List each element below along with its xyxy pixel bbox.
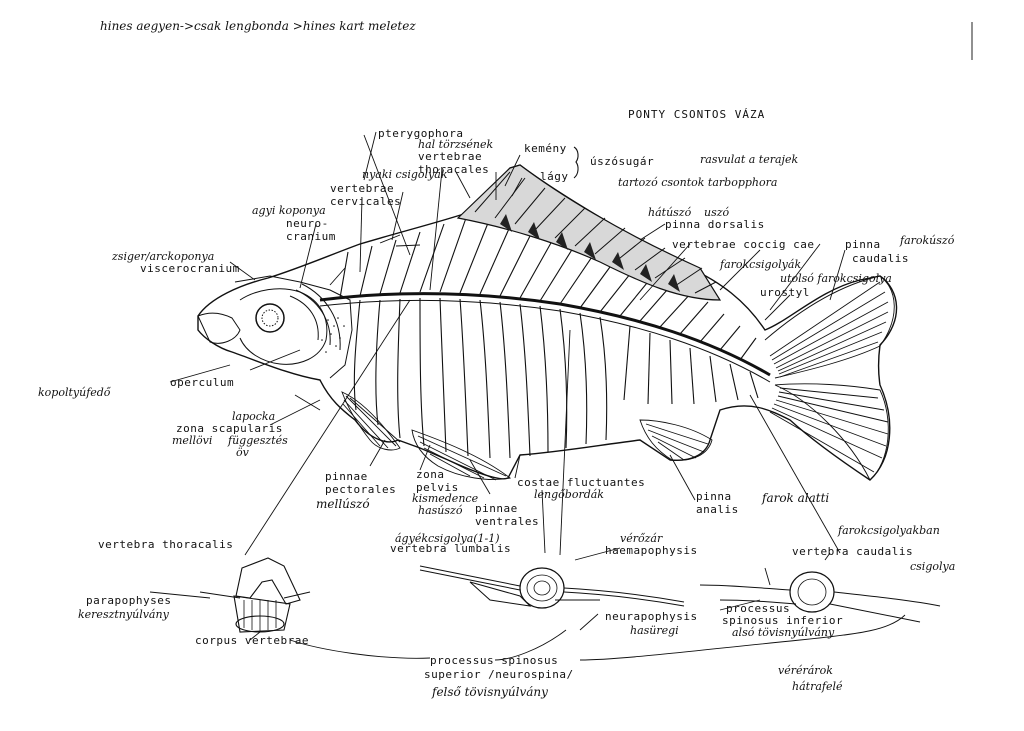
note-haltorojen: hal törzsének — [418, 138, 494, 151]
note-fugesztes: függesztés — [227, 434, 288, 447]
note-zsiger-koponya: zsiger/arckoponya — [111, 250, 214, 263]
note-felso-tovis: felső tövisnyúlvány — [431, 685, 548, 699]
label-operculum: operculum — [170, 376, 234, 389]
note-hatuszo: hátúszó — [648, 206, 692, 219]
label-haemapophysis: haemapophysis — [605, 544, 698, 557]
label-vertebra-lumbalis: vertebra lumbalis — [390, 542, 511, 555]
caudal-fin — [764, 275, 895, 481]
vertebral-column — [319, 292, 771, 377]
note-farokcsigolyak: farokcsigolyák — [719, 258, 801, 271]
thoracic-vertebra-drawing — [199, 557, 311, 633]
note-hatuszo-szo: uszó — [704, 206, 730, 219]
anal-fin — [639, 419, 713, 461]
ribs — [353, 297, 608, 459]
label-kemeny: kemény — [524, 142, 567, 155]
label-vertebra-caudalis: vertebra caudalis — [792, 545, 913, 558]
note-mellus: mellúszó — [316, 497, 370, 511]
note-farok-label: farokúszó — [899, 234, 955, 247]
diagram-title: PONTY CSONTOS VÁZA — [628, 108, 765, 121]
note-kopoltyufedo: kopoltyúfedő — [38, 386, 112, 399]
label-neurapophysis: neurapophysis — [605, 610, 698, 623]
label-uszosugar: úszósugár — [590, 155, 654, 168]
note-farok-alatti: farok alatti — [761, 491, 829, 505]
note-ov: öv — [236, 446, 250, 459]
note-lapocka: lapocka — [232, 410, 275, 423]
note-verozar: vérőzár — [620, 532, 663, 545]
note-agy-koponya: agyi koponya — [252, 204, 326, 217]
label-urostyl: urostyl — [760, 286, 810, 299]
neural-spines — [339, 217, 757, 361]
bracket — [573, 146, 579, 179]
dorsal-fin — [456, 164, 722, 301]
pelvic-fin — [411, 429, 512, 481]
operculum-stipple — [321, 317, 345, 353]
note-top: hines aegyen->csak lengbonda >hines kart… — [100, 19, 416, 33]
note-kismedence: kismedence — [412, 492, 479, 505]
leader-lines — [149, 131, 906, 661]
note-uszosugar-tail: rasvulat a terajek — [700, 153, 798, 166]
label-zona-scapularis: zona scapularis — [176, 422, 283, 435]
haemal-spines — [623, 325, 759, 405]
label-neurocranium: neuro-cranium — [286, 217, 336, 243]
note-agyekcsigolya: ágyékcsigolya(1-1) — [395, 532, 500, 545]
note-veroer: vérérárok — [778, 664, 833, 677]
label-corpus-vertebrae: corpus vertebrae — [195, 634, 309, 647]
label-vertebra-thoracalis: vertebra thoracalis — [98, 538, 233, 551]
label-parapophyses: parapophyses — [86, 594, 171, 607]
note-hasus: hasúszó — [418, 504, 463, 517]
note-kereszt: keresztnyúlvány — [78, 608, 170, 621]
head-skull — [197, 275, 353, 379]
lumbar-vertebra-drawing — [419, 565, 685, 609]
note-farokcsig: farokcsigolyakban — [837, 524, 940, 537]
label-lagy: lágy — [540, 170, 569, 183]
label-costae-fluctuantes: costae fluctuantes — [517, 476, 645, 489]
note-hatrafele: hátrafelé — [792, 680, 843, 693]
pectoral-fin — [341, 391, 401, 451]
label-pinna-dorsalis: pinna dorsalis — [665, 218, 765, 231]
label-pterygophora: pterygophora — [378, 127, 463, 140]
note-mellovi: mellövi — [172, 434, 212, 447]
label-vertebrae-coccigeae: vertebrae coccig cae — [672, 238, 814, 251]
label-viscerocranium: viscerocranium — [140, 262, 240, 275]
note-tartozo: tartozó csontok tarbopphora — [618, 176, 777, 189]
note-also-tovis: alsó tövisnyúlvány — [732, 626, 835, 639]
caudal-vertebra-drawing — [699, 571, 941, 623]
note-farok-a: csigolya — [910, 560, 955, 573]
note-nyak: nyaki csigolyák — [362, 168, 448, 181]
note-lengobordak: lengőbordák — [534, 488, 604, 501]
note-hasvani: hasüregi — [630, 624, 679, 637]
note-urostyl: utolsó farokcsigolya — [780, 272, 892, 285]
